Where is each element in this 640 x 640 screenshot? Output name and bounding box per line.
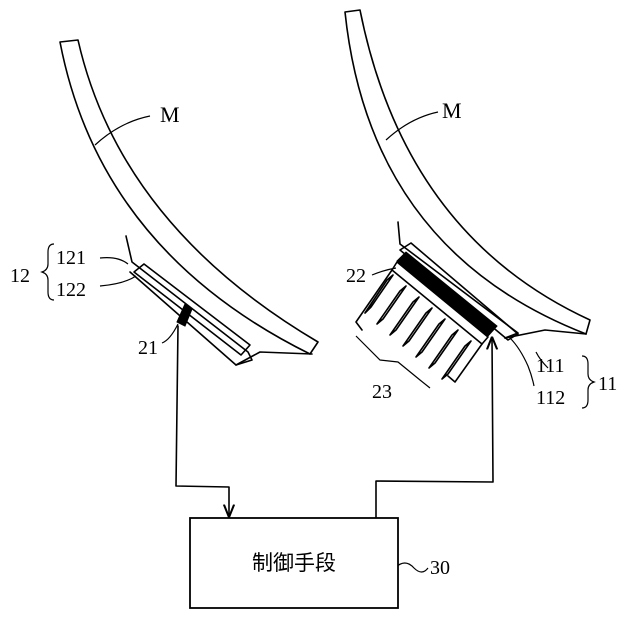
label-11: 11: [598, 373, 617, 395]
label-21: 21: [138, 337, 158, 359]
label-12: 12: [10, 265, 30, 287]
bracket-11: [582, 356, 594, 408]
label-111: 111: [536, 355, 565, 377]
bracket-12: [42, 244, 54, 300]
label-112: 112: [536, 387, 565, 409]
left-signal-line: [176, 326, 229, 516]
label-121: 121: [56, 247, 86, 269]
left-housing-base: [236, 352, 312, 365]
right-fins-bracket: [356, 336, 430, 388]
label-23: 23: [372, 381, 392, 403]
right-signal-line: [376, 338, 493, 518]
left-drum-assembly: [60, 40, 318, 516]
control-box-text: 制御手段: [252, 551, 336, 575]
right-drum-assembly: [345, 10, 590, 518]
label-m-right: M: [442, 98, 462, 123]
right-housing-111: [398, 222, 518, 338]
label-122: 122: [56, 279, 86, 301]
right-heater-22: [397, 252, 497, 336]
label-m-left: M: [160, 102, 180, 127]
label-22: 22: [346, 265, 366, 287]
label-30: 30: [430, 557, 450, 579]
